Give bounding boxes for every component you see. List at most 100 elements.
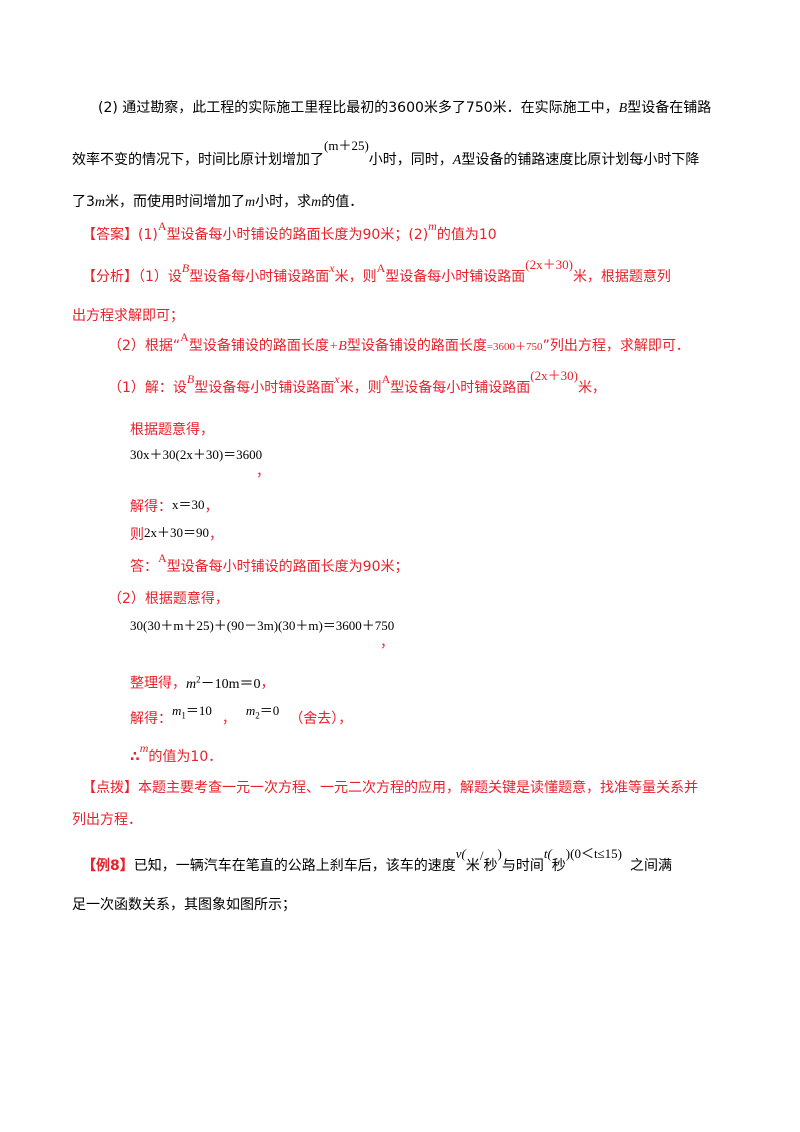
text: ， bbox=[260, 675, 275, 692]
unit-meter: 米 bbox=[465, 858, 480, 874]
solve-line-2: 解得：m1＝10，m2＝0（舍去）， bbox=[130, 703, 353, 734]
text: 型设备每小时铺设路面 bbox=[385, 269, 526, 285]
var-a: A bbox=[452, 153, 462, 168]
text: 型设备的铺路速度比原计划每小时下降 bbox=[461, 152, 700, 168]
then-line-1: 则2x＋30＝90， bbox=[130, 525, 223, 545]
text: 解得： bbox=[130, 711, 172, 727]
var-m: m bbox=[428, 219, 437, 233]
paren: ) bbox=[497, 846, 502, 861]
var-a: A bbox=[180, 330, 189, 344]
equation-2: 30(30＋m＋25)＋(90－3m)(30＋m)＝3600＋750 bbox=[130, 616, 394, 636]
tip-line-2: 列出方程． bbox=[72, 812, 142, 828]
var-m: m bbox=[311, 195, 322, 210]
var-a: A bbox=[157, 219, 167, 233]
text: 型设备每小时铺设路面 bbox=[194, 380, 335, 396]
example-8-line-2: 足一次函数关系，其图象如图所示； bbox=[72, 897, 296, 913]
solve-line-1: 解得：x＝30， bbox=[130, 497, 219, 517]
var-m: m bbox=[245, 195, 256, 210]
expr-2x-plus-30: (2x＋30) bbox=[525, 257, 573, 272]
problem-line-1: (2) 通过勘察，此工程的实际施工里程比最初的3600米多了750米．在实际施工… bbox=[98, 98, 711, 119]
text: 型设备铺设的路面长度 bbox=[346, 338, 487, 354]
text: 解得： bbox=[130, 499, 172, 515]
expr-90: 2x＋30＝90 bbox=[144, 525, 210, 540]
solution-intro-1: 根据题意得， bbox=[130, 422, 214, 438]
text: 型设备在铺路 bbox=[627, 100, 712, 116]
time-condition: )(0＜t≤15) bbox=[565, 846, 623, 861]
time-symbol: t( bbox=[543, 846, 552, 861]
equation-1-comma: ， bbox=[256, 464, 270, 480]
simplify-line: 整理得，m2－10m＝0， bbox=[130, 669, 275, 695]
therefore-symbol: ∴ bbox=[130, 749, 140, 765]
var-m: m bbox=[94, 195, 106, 210]
therefore-line: ∴m的值为10． bbox=[130, 741, 223, 767]
equation-1: 30x＋30(2x＋30)＝3600 bbox=[130, 445, 262, 465]
text: 米，根据题意列 bbox=[572, 269, 671, 285]
subscript: 1 bbox=[181, 710, 186, 721]
plus-b: +B bbox=[328, 339, 347, 354]
slash: / bbox=[479, 848, 484, 863]
problem-line-3: 了3m米，而使用时间增加了m小时，求m的值． bbox=[72, 192, 363, 213]
text: （舍去）， bbox=[289, 711, 353, 727]
text: 的值为10． bbox=[148, 749, 223, 765]
text: ， bbox=[221, 711, 236, 727]
subscript: 2 bbox=[255, 710, 260, 721]
expr-total: =3600＋750 bbox=[486, 341, 543, 353]
text: ， bbox=[209, 527, 224, 543]
velocity-symbol: v( bbox=[455, 846, 466, 861]
analysis-line-3: （2）根据“A型设备铺设的路面长度+B型设备铺设的路面长度=3600＋750”列… bbox=[108, 330, 690, 357]
text: 已知，一辆汽车在笔直的公路上刹车后，该车的速度 bbox=[133, 858, 456, 874]
equation-1-text: 30x＋30(2x＋30)＝3600 bbox=[130, 447, 263, 462]
solution-line-1: （1）解：设B型设备每小时铺设路面x米，则A型设备每小时铺设路面(2x＋30)米… bbox=[108, 368, 606, 398]
var-b: B bbox=[181, 261, 190, 275]
unit-second: 秒 bbox=[551, 858, 566, 874]
equation-2-text: 30(30＋m＋25)＋(90－3m)(30＋m)＝3600＋750 bbox=[130, 618, 395, 633]
text: ”列出方程，求解即可． bbox=[542, 338, 690, 354]
problem-line-2: 效率不变的情况下，时间比原计划增加了(m＋25)小时，同时，A型设备的铺路速度比… bbox=[72, 138, 700, 171]
text: 米， bbox=[577, 380, 606, 396]
expr: ＝0 bbox=[259, 703, 280, 718]
tip-line-1: 【点拨】本题主要考查一元一次方程、一元二次方程的应用，解题关键是读懂题意，找准等… bbox=[82, 780, 698, 796]
text: 则 bbox=[130, 527, 144, 543]
exponent: 2 bbox=[196, 674, 201, 684]
text: 整理得， bbox=[130, 675, 186, 692]
expr: －10m＝0 bbox=[200, 676, 261, 692]
text: 型设备每小时铺设路面 bbox=[390, 380, 531, 396]
answer-1-line: 答：A型设备每小时铺设的路面长度为90米； bbox=[130, 551, 409, 577]
var-x: x bbox=[334, 372, 340, 386]
text: 之间满 bbox=[630, 858, 673, 874]
text: 米，而使用时间增加了 bbox=[105, 194, 246, 210]
expr-m-plus-25: (m＋25) bbox=[324, 138, 369, 153]
text: 的值为10 bbox=[436, 227, 497, 243]
text: 答： bbox=[130, 559, 158, 575]
var-a: A bbox=[376, 261, 386, 275]
var-m: m bbox=[245, 703, 256, 718]
text: （2）根据“ bbox=[108, 338, 181, 354]
text: 效率不变的情况下，时间比原计划增加了 bbox=[72, 152, 324, 168]
expr-2x-plus-30: (2x＋30) bbox=[530, 368, 578, 383]
analysis-line-1: 【分析】（1）设B型设备每小时铺设路面x米，则A型设备每小时铺设路面(2x＋30… bbox=[82, 257, 671, 287]
text: 了3 bbox=[72, 194, 95, 210]
text: 的值． bbox=[321, 194, 364, 210]
text: (2) 通过勘察，此工程的实际施工里程比最初的3600米多了750米．在实际施工… bbox=[98, 100, 619, 116]
text: 米，则 bbox=[339, 380, 382, 396]
var-x: x bbox=[329, 261, 335, 275]
text: 型设备每小时铺设的路面长度为90米； bbox=[166, 559, 409, 575]
solution-line-2: （2）根据题意得， bbox=[108, 591, 229, 607]
unit-second: 秒 bbox=[483, 858, 498, 874]
text: 型设备每小时铺设的路面长度为90米；(2) bbox=[166, 227, 429, 243]
example-8-line-1: 【例8】已知，一辆汽车在笔直的公路上刹车后，该车的速度v(米/秒)与时间t(秒)… bbox=[82, 846, 673, 876]
var-m: m bbox=[186, 676, 197, 692]
text: 型设备铺设的路面长度 bbox=[188, 338, 329, 354]
x-equals-30: x＝30 bbox=[172, 497, 205, 512]
text: 小时，同时， bbox=[368, 152, 453, 168]
answer-line: 【答案】(1)A型设备每小时铺设的路面长度为90米；(2)m的值为10 bbox=[82, 219, 497, 245]
text: ， bbox=[204, 499, 219, 515]
answer-label: 【答案】(1) bbox=[82, 227, 158, 243]
var-b: B bbox=[186, 372, 195, 386]
expr: ＝10 bbox=[185, 703, 212, 718]
var-a: A bbox=[158, 551, 167, 565]
example-8-label: 【例8】 bbox=[82, 858, 134, 874]
text: 米，则 bbox=[334, 269, 377, 285]
var-a: A bbox=[381, 372, 391, 386]
